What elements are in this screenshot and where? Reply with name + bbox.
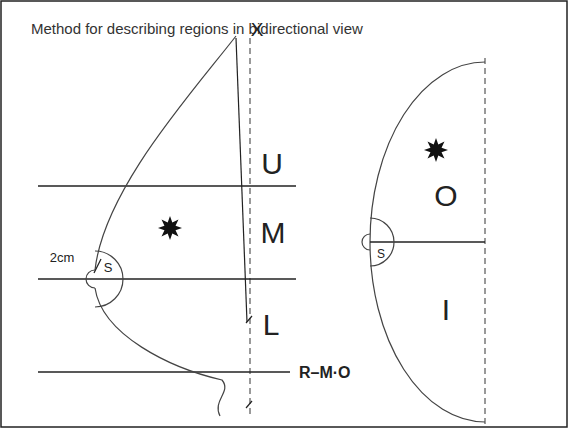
tick-mark [246,316,252,323]
breast-front-outline [370,62,485,422]
region-label: S [377,248,385,260]
region-label: O [434,181,457,211]
region-label: L [263,310,280,340]
region-label: I [442,295,450,325]
areola-arc [95,251,123,307]
radius-mark [94,259,101,273]
region-label: S [104,261,113,274]
breast-contour [95,288,225,416]
nipple [362,234,370,250]
lesion-star [158,216,182,240]
location-code: R–M·O [299,365,351,381]
dimension-label: 2cm [50,251,75,264]
divider-line [370,241,485,242]
divider-line [38,185,296,186]
midline-dashed [484,58,486,424]
region-label: U [261,149,283,179]
region-label: M [261,218,286,248]
axis-label: X [251,20,264,39]
areola-arc [370,218,394,266]
breast-contour [95,36,236,270]
midline-dashed [249,38,251,416]
diagram-title: Method for describing regions in bidirec… [31,21,363,36]
lesion-star [424,138,448,162]
tick-mark [246,401,252,408]
divider-line [38,371,290,372]
x-line [236,38,247,322]
divider-line [38,278,296,279]
